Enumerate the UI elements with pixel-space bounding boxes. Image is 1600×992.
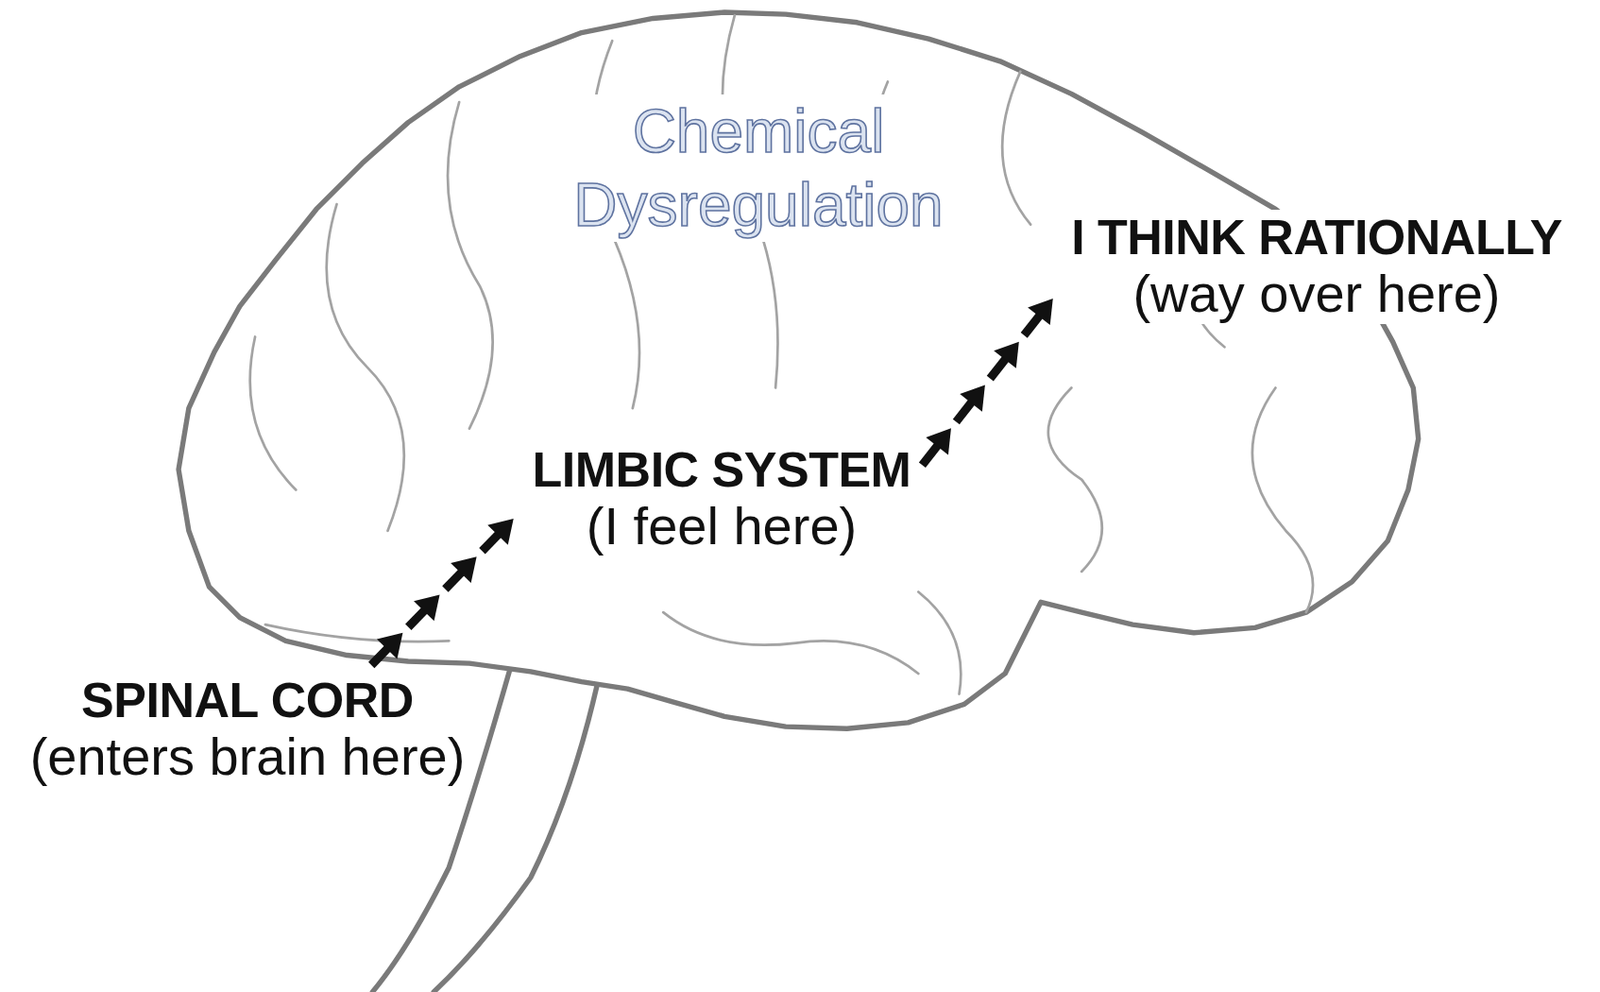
region-label: LIMBIC SYSTEM(I feel here) xyxy=(528,442,916,557)
region-note: (enters brain here) xyxy=(26,727,470,787)
region-label: I THINK RATIONALLY(way over here) xyxy=(1067,209,1566,324)
region-note: (way over here) xyxy=(1128,264,1504,324)
flow-arrow xyxy=(921,298,1053,465)
flow-arrow xyxy=(371,518,513,665)
region-note: (I feel here) xyxy=(582,496,861,557)
region-name: LIMBIC SYSTEM xyxy=(528,442,916,497)
overlay-label: Chemical Dysregulation xyxy=(522,94,995,242)
brain-outline xyxy=(178,12,1419,729)
region-name: SPINAL CORD xyxy=(77,672,418,728)
region-label: SPINAL CORD(enters brain here) xyxy=(26,672,470,787)
brain-folds xyxy=(250,15,1313,694)
region-name: I THINK RATIONALLY xyxy=(1067,209,1566,265)
